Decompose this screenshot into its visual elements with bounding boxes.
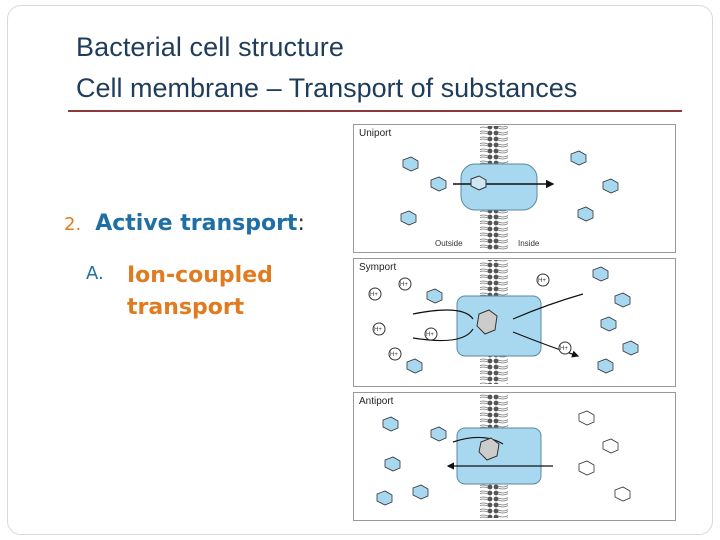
bullet-active-transport: 2. Active transport: (64, 211, 305, 236)
symport-carrier-protein (456, 295, 542, 357)
uniport-solutes-outside (400, 156, 447, 226)
uniport-solutes-inside (570, 150, 619, 222)
panel-antiport: Antiport (353, 392, 676, 521)
title-divider (68, 110, 682, 112)
sub-bullet-text: Ion-coupled transport (127, 263, 273, 320)
uniport-carrier-protein (460, 163, 538, 211)
symport-solutes-inside (592, 266, 639, 374)
symport-proton-ions: H+ H+ H+ H+ H+ H+ H+ (368, 273, 572, 361)
symport-exit-arrows (512, 293, 583, 356)
sub-bullet-letter: A. (86, 263, 104, 284)
caption-inside: Inside (518, 239, 540, 248)
title-line-2: Cell membrane – Transport of substances (76, 73, 578, 103)
bullet-colon: : (297, 211, 305, 236)
title-line-1: Bacterial cell structure (76, 32, 344, 62)
panel-antiport-label: Antiport (359, 396, 394, 407)
panel-symport: Symport H+ H+ H+ H+ H+ H+ H+ (353, 258, 676, 387)
svg-text:H+: H+ (370, 292, 378, 298)
bullet-number: 2. (64, 214, 82, 235)
symport-solute (476, 309, 498, 335)
transport-figure: Uniport Outside Inside Symport H+ H (353, 124, 676, 521)
panel-uniport-label: Uniport (359, 128, 391, 139)
uniport-solute (470, 175, 487, 191)
caption-outside: Outside (435, 239, 463, 248)
symport-entry-arrows (412, 309, 474, 342)
antiport-solute (478, 437, 500, 461)
antiport-solutes-inside (578, 410, 631, 502)
svg-text:H+: H+ (426, 332, 434, 338)
svg-text:H+: H+ (400, 282, 408, 288)
antiport-solutes-outside (376, 416, 447, 506)
svg-text:H+: H+ (374, 327, 382, 333)
panel-uniport: Uniport Outside Inside (353, 124, 676, 253)
antiport-in-arrow (452, 436, 504, 445)
svg-text:H+: H+ (538, 278, 546, 284)
antiport-carrier-protein (456, 427, 542, 485)
panel-symport-label: Symport (359, 262, 396, 273)
svg-text:H+: H+ (390, 352, 398, 358)
bullet-text: Active transport (95, 211, 298, 236)
svg-text:H+: H+ (560, 346, 568, 352)
symport-solutes-outside (406, 288, 443, 374)
